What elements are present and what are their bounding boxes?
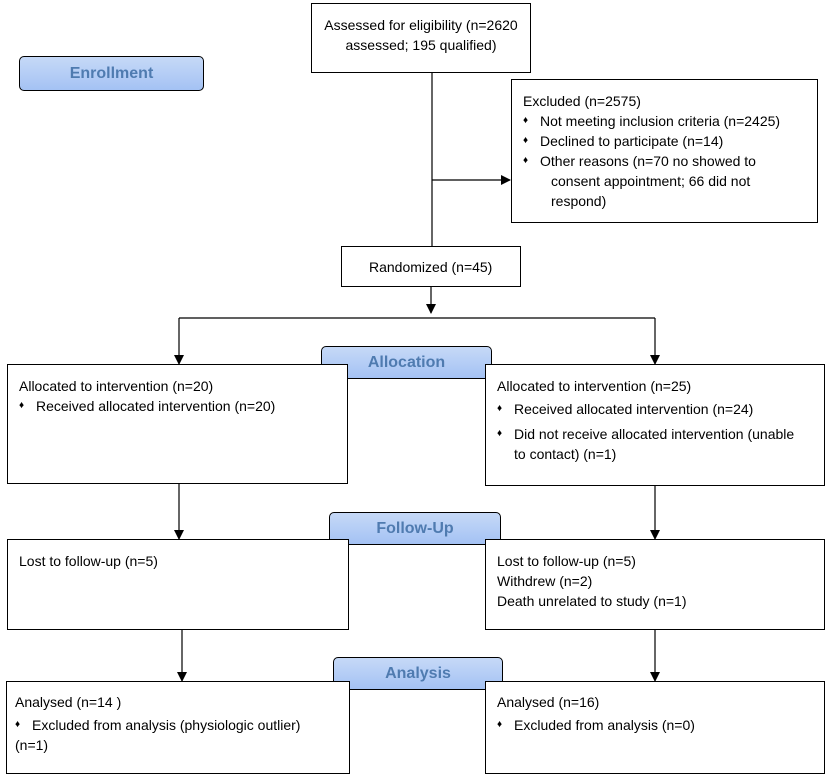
right-followup-box: Lost to follow-up (n=5) Withdrew (n=2) D… — [485, 539, 825, 630]
excluded-item: Declined to participate (n=14) — [523, 131, 817, 151]
excluded-item: Not meeting inclusion criteria (n=2425) — [523, 111, 817, 131]
excluded-title: Excluded (n=2575) — [523, 93, 641, 109]
assessed-box: Assessed for eligibility (n=2620 assesse… — [311, 3, 531, 73]
excluded-item-continuation: consent appointment; 66 did not — [551, 173, 751, 189]
assessed-line-1: Assessed for eligibility (n=2620 — [324, 17, 518, 33]
excluded-item: Other reasons (n=70 no showed to — [523, 151, 817, 171]
left-allocation-box: Allocated to intervention (n=20) Receive… — [7, 364, 348, 484]
right-allocation-title: Allocated to intervention (n=25) — [497, 378, 692, 394]
excluded-item-continuation: respond) — [551, 193, 607, 209]
stage-allocation: Allocation — [321, 346, 492, 379]
left-allocation-item: Received allocated intervention (n=20) — [19, 396, 347, 416]
left-analysis-box: Analysed (n=14 ) Excluded from analysis … — [6, 681, 350, 774]
right-allocation-item: Did not receive allocated intervention (… — [497, 424, 824, 444]
left-analysis-item: Excluded from analysis (physiologic outl… — [15, 715, 349, 735]
left-analysis-continuation: (n=1) — [15, 737, 49, 753]
stage-analysis: Analysis — [333, 657, 503, 690]
right-allocation-continuation: to contact) (n=1) — [514, 446, 617, 462]
right-allocation-item: Received allocated intervention (n=24) — [497, 399, 824, 419]
right-followup-line: Death unrelated to study (n=1) — [497, 593, 687, 609]
left-followup-line: Lost to follow-up (n=5) — [19, 553, 158, 569]
right-followup-line: Withdrew (n=2) — [497, 573, 593, 589]
randomized-box: Randomized (n=45) — [341, 246, 521, 287]
randomized-label: Randomized (n=45) — [369, 259, 493, 275]
right-followup-line: Lost to follow-up (n=5) — [497, 553, 636, 569]
right-analysis-box: Analysed (n=16) Excluded from analysis (… — [485, 681, 825, 774]
left-followup-box: Lost to follow-up (n=5) — [7, 539, 349, 630]
left-allocation-title: Allocated to intervention (n=20) — [19, 378, 214, 394]
right-analysis-item: Excluded from analysis (n=0) — [497, 715, 824, 735]
stage-enrollment: Enrollment — [19, 56, 204, 91]
stage-follow-up: Follow-Up — [329, 512, 501, 545]
excluded-box: Excluded (n=2575) Not meeting inclusion … — [511, 79, 818, 223]
left-analysis-title: Analysed (n=14 ) — [15, 694, 122, 710]
assessed-line-2: assessed; 195 qualified) — [345, 37, 497, 53]
right-analysis-title: Analysed (n=16) — [497, 694, 600, 710]
right-allocation-box: Allocated to intervention (n=25) Receive… — [485, 364, 825, 486]
